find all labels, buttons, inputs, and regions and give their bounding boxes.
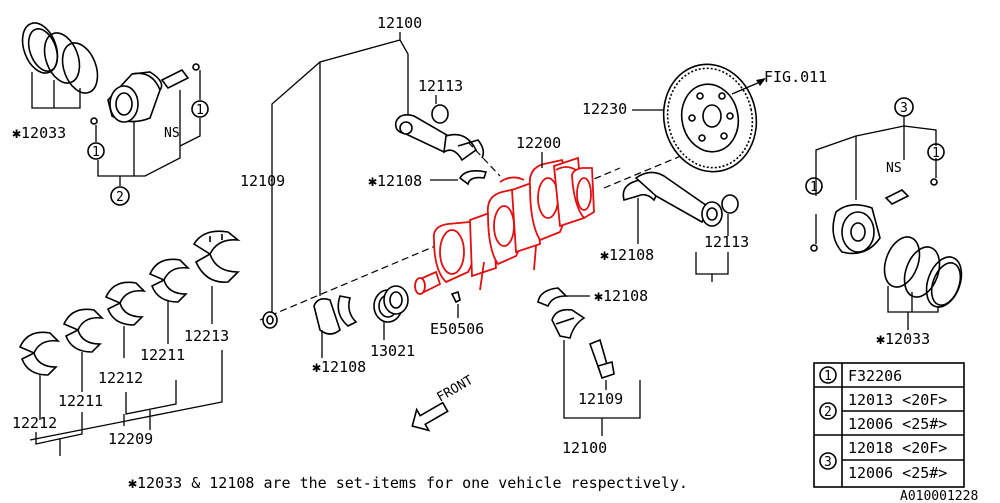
callout-12212-a: 12212 xyxy=(98,369,143,387)
bolt-12109-bottom xyxy=(588,338,615,380)
marker-1-right-top xyxy=(927,143,945,161)
footnote: ✱12033 & 12108 are the set-items for one… xyxy=(128,474,688,492)
conrod-top xyxy=(394,104,485,162)
front-arrow-icon xyxy=(411,401,449,432)
piston-right xyxy=(832,204,881,255)
fig011-arrow-icon xyxy=(756,78,766,86)
callout-ns-left: NS xyxy=(164,126,180,141)
bolt-12109-left xyxy=(262,311,278,329)
pin-e50506 xyxy=(450,290,461,304)
callout-12211-a: 12211 xyxy=(140,346,185,364)
conrod-cap-left xyxy=(313,298,341,335)
front-label: FRONT xyxy=(435,373,477,406)
conrod-right xyxy=(622,171,739,227)
callout-fig011: FIG.011 xyxy=(764,68,827,86)
conrod-cap-bottom xyxy=(551,308,586,339)
callout-12108-d: ✱12108 xyxy=(594,287,648,305)
callout-12211-b: 12211 xyxy=(58,392,103,410)
marker-3-right-label: 3 xyxy=(900,101,908,116)
marker-3-right xyxy=(894,97,914,117)
callout-13021: 13021 xyxy=(370,342,415,360)
marker-1-left-top-label: 1 xyxy=(196,103,204,118)
document-id: A010001228 xyxy=(900,489,978,503)
callout-12108-c: ✱12108 xyxy=(312,358,366,376)
callout-12113-left: 12113 xyxy=(418,77,463,95)
callout-12109-left: 12109 xyxy=(240,172,285,190)
callout-12100-bottom: 12100 xyxy=(562,439,607,457)
legend-row1-part: F32206 xyxy=(848,367,902,385)
marker-2-left xyxy=(110,186,130,206)
legend-table: 1 F32206 2 12013 <20F> 12006 <25#> 3 120… xyxy=(813,362,965,488)
callout-12108-a: ✱12108 xyxy=(368,172,422,190)
callout-12200: 12200 xyxy=(516,134,561,152)
legend-row2-part-a: 12013 <20F> xyxy=(848,391,947,409)
marker-2-left-label: 2 xyxy=(116,190,124,205)
oil-seal-13021 xyxy=(373,285,409,323)
piston-ring-set-left xyxy=(21,22,99,94)
legend-row3-part-b: 12006 <25#> xyxy=(848,464,947,482)
callout-ns-right: NS xyxy=(886,161,902,176)
callout-12033-right: ✱12033 xyxy=(876,330,930,348)
callout-12033-left: ✱12033 xyxy=(12,124,66,142)
callout-12212-b: 12212 xyxy=(12,414,57,432)
legend-row3-num: 3 xyxy=(824,455,832,470)
bearing-half-bottom xyxy=(537,287,568,308)
conrod-bearing-top xyxy=(458,170,488,186)
callout-12230: 12230 xyxy=(582,100,627,118)
bearing-half-left xyxy=(337,295,358,327)
callout-12213: 12213 xyxy=(184,327,229,345)
legend-row2-part-b: 12006 <25#> xyxy=(848,415,947,433)
legend-row3-part-a: 12018 <20F> xyxy=(848,439,947,457)
callout-12108-b: ✱12108 xyxy=(600,246,654,264)
callout-12209: 12209 xyxy=(108,430,153,448)
marker-1-right-top-label: 1 xyxy=(932,146,940,161)
main-bearing-stack xyxy=(18,230,241,376)
legend-row2-num: 2 xyxy=(824,405,832,420)
piston-pin-right xyxy=(810,178,938,252)
marker-1-right-left xyxy=(805,177,823,195)
piston-pin-left xyxy=(90,63,200,125)
callout-12109-right: 12109 xyxy=(578,390,623,408)
marker-1-left-top xyxy=(191,100,209,118)
marker-1-left-bottom xyxy=(87,142,105,160)
crankshaft xyxy=(414,156,595,295)
marker-1-left-bottom-label: 1 xyxy=(92,145,100,160)
callout-12113-right: 12113 xyxy=(704,233,749,251)
marker-1-right-left-label: 1 xyxy=(810,180,818,195)
callout-12100-top: 12100 xyxy=(377,14,422,32)
drive-plate xyxy=(662,63,758,173)
piston-left xyxy=(107,71,163,123)
piston-ring-set-right xyxy=(883,236,963,308)
legend-row1-num: 1 xyxy=(824,369,832,384)
callout-e50506: E50506 xyxy=(430,320,484,338)
